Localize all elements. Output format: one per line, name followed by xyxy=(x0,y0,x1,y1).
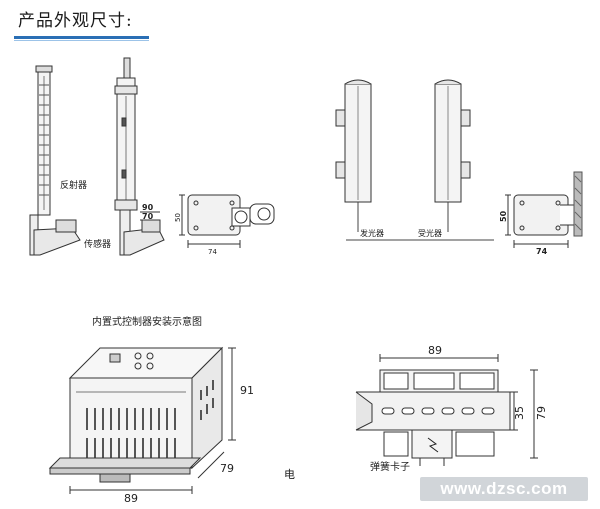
right-bracket-drawing xyxy=(505,171,583,248)
dimension-74-right: 74 xyxy=(536,247,548,256)
dimension-79-rail: 79 xyxy=(535,406,548,420)
left-bracket-drawing xyxy=(179,194,275,248)
spring-clip-label: 弹簧卡子 xyxy=(370,460,410,473)
controller-box-drawing xyxy=(48,346,236,494)
page-heading: 产品外观尺寸: xyxy=(18,11,133,31)
dimension-70: 70 xyxy=(142,212,154,221)
dimension-91: 91 xyxy=(240,384,254,397)
power-label-partial: 电 xyxy=(284,468,295,481)
site-watermark: www.dzsc.com xyxy=(420,477,588,501)
dimension-74-left: 74 xyxy=(208,248,217,256)
heading-underline xyxy=(14,36,149,39)
dimension-89-rail: 89 xyxy=(428,344,442,357)
dimension-35-rail: 35 xyxy=(513,406,526,420)
emitter-label: 发光器 xyxy=(360,228,384,238)
sensor-label: 传感器 xyxy=(84,238,111,250)
sensor-drawing xyxy=(114,57,165,256)
dimension-89-box: 89 xyxy=(124,492,138,505)
dimension-50-right: 50 xyxy=(499,210,508,222)
reflector-label: 反射器 xyxy=(60,179,87,191)
dimension-50-left: 50 xyxy=(174,213,182,222)
dimension-79-box: 79 xyxy=(220,462,234,475)
heading-underline-light xyxy=(14,40,149,41)
receiver-drawing xyxy=(434,79,471,232)
din-rail-drawing xyxy=(355,354,538,466)
emitter-drawing xyxy=(335,79,372,232)
controller-title: 内置式控制器安装示意图 xyxy=(92,315,202,328)
dimension-90: 90 xyxy=(142,203,154,212)
reflector-drawing xyxy=(29,65,81,256)
receiver-label: 受光器 xyxy=(418,228,442,238)
